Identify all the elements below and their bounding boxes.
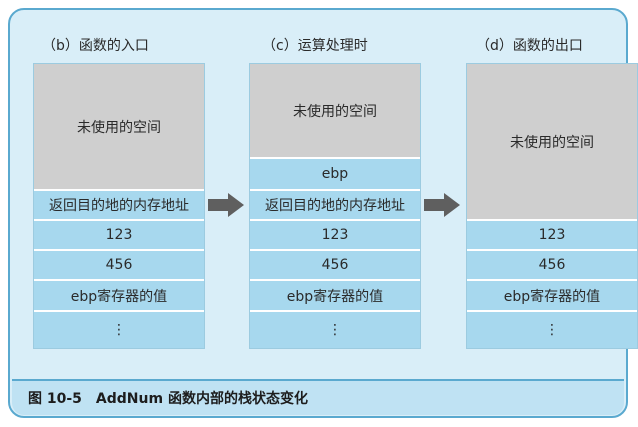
stack-cell: 未使用的空间 <box>250 64 420 159</box>
stack-cell: 未使用的空间 <box>34 64 204 191</box>
stack-cell: 456 <box>34 251 204 281</box>
stack-cell: 123 <box>467 221 637 251</box>
stack-cell: ⋮ <box>34 312 204 348</box>
figure-caption-text: AddNum 函数内部的栈状态变化 <box>95 391 308 407</box>
stack-cell: ebp寄存器的值 <box>467 281 637 312</box>
stack-cell: 返回目的地的内存地址 <box>34 191 204 221</box>
stack-cell: 未使用的空间 <box>467 64 637 221</box>
stack-cell: ⋮ <box>250 312 420 348</box>
stack-cell: 123 <box>250 221 420 251</box>
right-arrow-icon <box>424 193 460 217</box>
stack-cell: ebp寄存器的值 <box>250 281 420 312</box>
stack-c: 未使用的空间 ebp 返回目的地的内存地址 123 456 ebp寄存器的值 ⋮ <box>249 63 421 349</box>
stack-cell: ⋮ <box>467 312 637 348</box>
figure-number: 图 10-5 <box>28 391 82 407</box>
right-arrow-icon <box>208 193 244 217</box>
stack-cell: ebp寄存器的值 <box>34 281 204 312</box>
stack-cell: 456 <box>250 251 420 281</box>
stack-cell: ebp <box>250 159 420 191</box>
figure-caption: 图 10-5 AddNum 函数内部的栈状态变化 <box>12 379 624 415</box>
stack-cell: 123 <box>34 221 204 251</box>
column-title-b: （b）函数的入口 <box>42 38 149 54</box>
column-title-d: （d）函数的出口 <box>476 38 583 54</box>
stack-cell: 返回目的地的内存地址 <box>250 191 420 221</box>
stack-d: 未使用的空间 123 456 ebp寄存器的值 ⋮ <box>466 63 638 349</box>
stack-b: 未使用的空间 返回目的地的内存地址 123 456 ebp寄存器的值 ⋮ <box>33 63 205 349</box>
column-title-c: （c）运算处理时 <box>262 38 368 54</box>
stack-cell: 456 <box>467 251 637 281</box>
